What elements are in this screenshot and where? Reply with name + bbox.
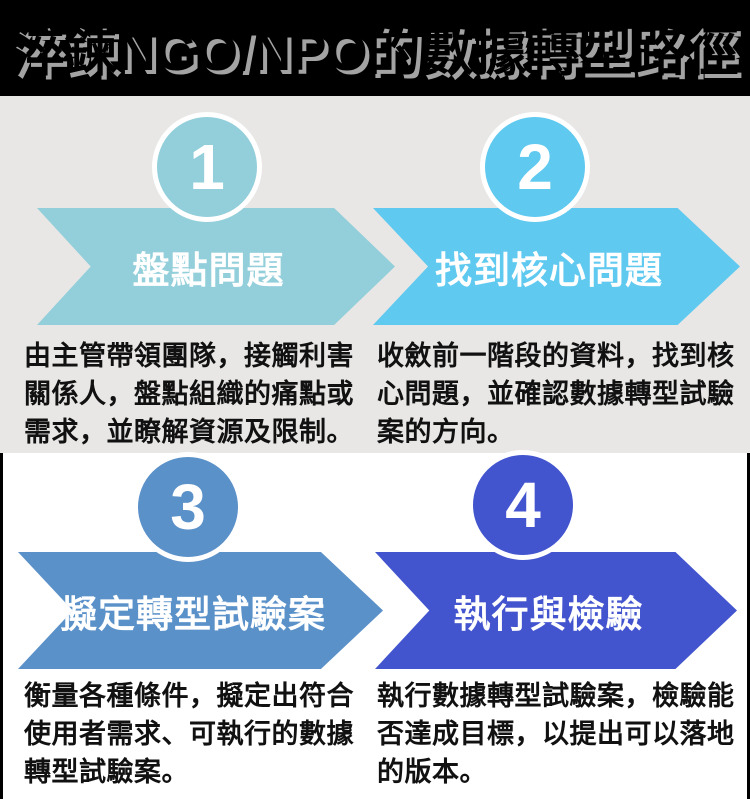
step-2-number-circle: 2 bbox=[480, 112, 590, 222]
step-3-label: 擬定轉型試驗案 bbox=[60, 593, 326, 635]
step-2-description: 收斂前一階段的資料，找到核心問題，並確認數據轉型試驗案的方向。 bbox=[377, 341, 735, 447]
step-2-label: 找到核心問題 bbox=[435, 249, 663, 291]
step-4-description: 執行數據轉型試驗案，檢驗能否達成目標，以提出可以落地的版本。 bbox=[377, 681, 735, 787]
step-1-number-circle: 1 bbox=[152, 112, 262, 222]
step-1-label: 盤點問題 bbox=[132, 249, 285, 291]
step-1-number: 1 bbox=[189, 131, 225, 203]
step-2-arrow: 找到核心問題 bbox=[373, 208, 740, 325]
step-1-description: 由主管帶領團隊，接觸利害關係人，盤點組織的痛點或需求，並瞭解資源及限制。 bbox=[24, 341, 354, 447]
step-3-description: 衡量各種條件，擬定出符合使用者需求、可執行的數據轉型試驗案。 bbox=[24, 681, 354, 787]
step-3-number-circle: 3 bbox=[133, 452, 243, 562]
step-2-number: 2 bbox=[517, 131, 553, 203]
page-title: 淬鍊NGO/NPO的數據轉型路徑 bbox=[11, 23, 739, 82]
step-3-arrow: 擬定轉型試驗案 bbox=[18, 552, 383, 669]
step-3-number: 3 bbox=[170, 471, 206, 543]
step-4-label: 執行與檢驗 bbox=[453, 593, 644, 635]
step-4-arrow: 執行與檢驗 bbox=[375, 552, 737, 669]
title-banner: 淬鍊NGO/NPO的數據轉型路徑 bbox=[0, 0, 750, 96]
step-4-number-circle: 4 bbox=[468, 450, 578, 560]
step-1-arrow: 盤點問題 bbox=[37, 208, 395, 325]
step-4-number: 4 bbox=[505, 469, 541, 541]
